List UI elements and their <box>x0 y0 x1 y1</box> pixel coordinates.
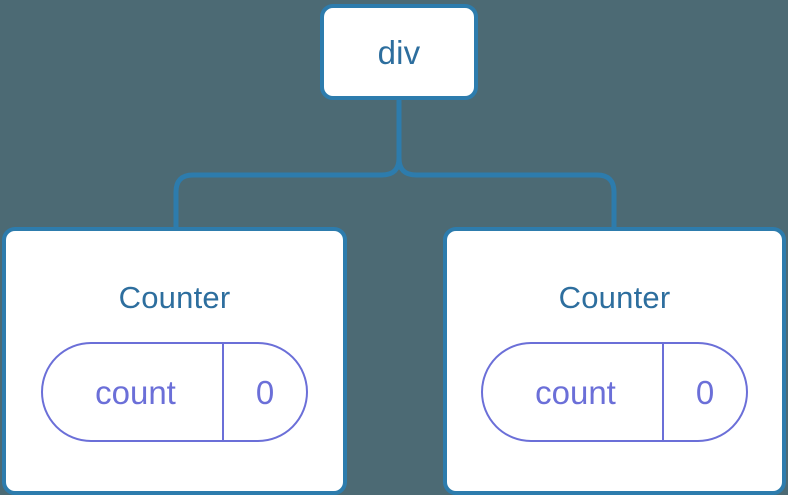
node-counter-right-label: Counter <box>558 280 671 315</box>
edge-to-counter-left <box>173 155 402 230</box>
state-key-right: count <box>535 373 616 411</box>
state-key-left: count <box>95 373 176 411</box>
node-div-label: div <box>377 33 421 71</box>
node-div[interactable]: div <box>320 4 478 100</box>
node-counter-right[interactable]: Counter count 0 <box>443 227 786 495</box>
state-pill-left[interactable]: count 0 <box>41 342 308 442</box>
state-value-right: 0 <box>662 344 746 440</box>
node-counter-left[interactable]: Counter count 0 <box>2 227 347 495</box>
edge-to-counter-right <box>396 155 617 230</box>
state-value-left: 0 <box>222 344 306 440</box>
node-counter-left-label: Counter <box>118 280 231 315</box>
state-pill-right[interactable]: count 0 <box>481 342 748 442</box>
